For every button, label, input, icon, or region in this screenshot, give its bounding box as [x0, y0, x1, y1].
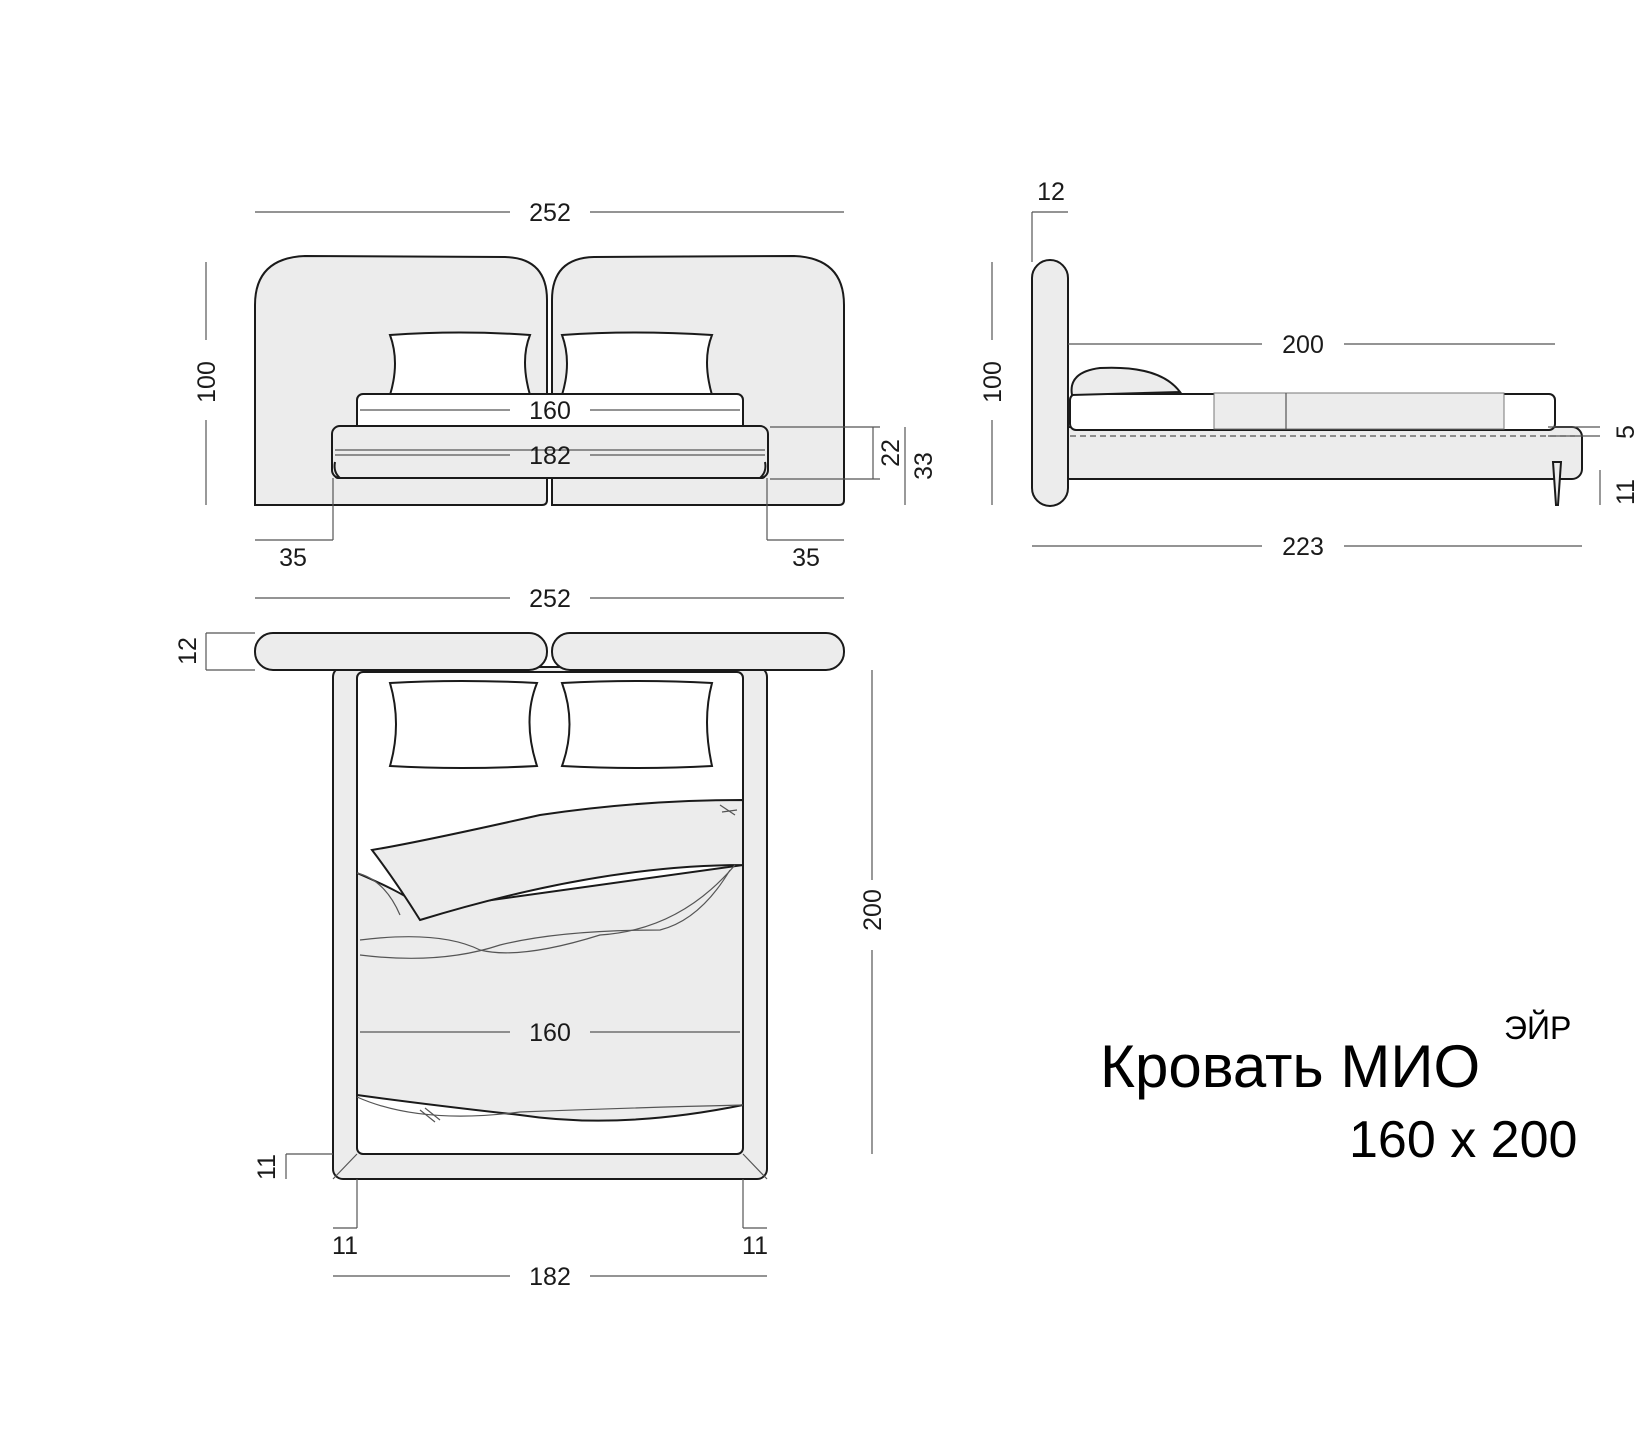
side-dim-headboard-thickness: 12 [1037, 178, 1065, 206]
side-dim-total-length: 223 [1282, 533, 1324, 561]
side-dim-leg-height: 11 [1612, 479, 1640, 505]
side-blanket [1213, 392, 1505, 430]
front-dim-left-offset: 35 [279, 544, 307, 572]
front-view: 252 100 160 182 22 33 35 35 [193, 199, 938, 572]
front-dim-mattress-width: 160 [529, 397, 571, 425]
front-dim-right-offset: 35 [792, 544, 820, 572]
side-dim-mattress-height: 5 [1612, 425, 1640, 439]
front-pillow-right [560, 331, 714, 396]
top-dim-headboard-depth: 12 [174, 637, 202, 665]
top-pillow-left [388, 680, 539, 769]
side-frame [1059, 426, 1583, 480]
top-pillow-right [560, 680, 714, 769]
front-dim-frame-width: 182 [529, 442, 571, 470]
front-dim-total-width: 252 [529, 199, 571, 227]
front-leg-left [333, 461, 341, 479]
top-dim-frame-width: 182 [529, 1263, 571, 1291]
top-headboard-left [254, 632, 548, 671]
front-dim-total-frame-height: 33 [910, 452, 938, 480]
top-view: 252 12 200 160 11 11 11 182 [174, 585, 887, 1291]
product-size: 160 x 200 [1349, 1111, 1578, 1169]
side-leg [1551, 461, 1563, 506]
product-superscript: ЭЙР [1504, 1010, 1572, 1046]
product-name: Кровать МИО [1100, 1033, 1481, 1100]
top-dim-frame-left: 11 [332, 1232, 358, 1260]
top-dim-length: 200 [859, 889, 887, 931]
top-dim-headboard-width: 252 [529, 585, 571, 613]
side-pillow [1070, 366, 1182, 397]
front-pillow-left [388, 331, 532, 396]
top-dim-frame-right: 11 [742, 1232, 768, 1260]
front-frame [331, 425, 769, 479]
top-dim-frame-side: 11 [253, 1154, 281, 1180]
top-blanket-fold [370, 798, 744, 922]
side-dim-height: 100 [979, 361, 1007, 403]
front-leg-right [759, 461, 767, 479]
top-dim-mattress-width: 160 [529, 1019, 571, 1047]
side-view: 12 100 200 5 11 223 [979, 178, 1640, 561]
top-headboard-right [551, 632, 845, 671]
side-headboard [1031, 259, 1069, 507]
front-dim-frame-height: 22 [877, 439, 905, 467]
front-dim-height: 100 [193, 361, 221, 403]
side-dim-mattress-length: 200 [1282, 331, 1324, 359]
